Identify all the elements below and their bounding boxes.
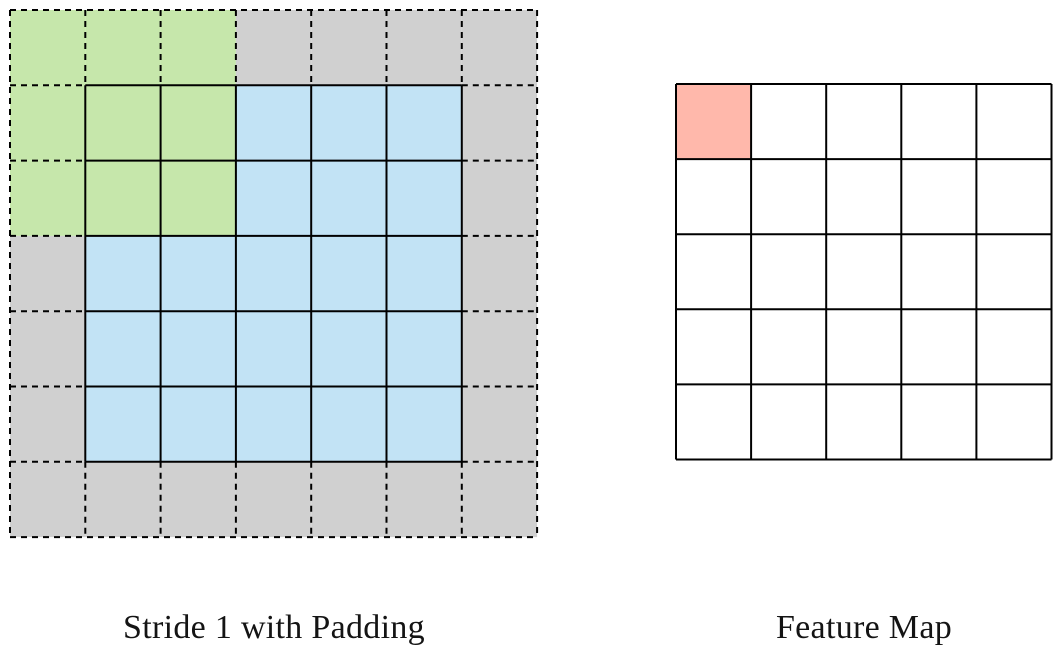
- grid-cell-empty-white: [751, 234, 827, 310]
- grid-cell-padding-gray: [85, 461, 161, 538]
- grid-cell-kernel-window-green: [160, 9, 236, 86]
- grid-cell-kernel-window-green: [9, 9, 86, 86]
- grid-cell-empty-white: [901, 384, 977, 460]
- grid-cell-input-blue: [235, 311, 312, 387]
- grid-cell-kernel-window-green: [160, 160, 236, 236]
- grid-cell-input-blue: [386, 85, 462, 161]
- grid-cell-padding-gray: [311, 9, 387, 86]
- grid-cell-padding-gray: [386, 9, 462, 86]
- grid-cell-padding-gray: [461, 85, 538, 161]
- grid-cell-kernel-window-green: [85, 85, 161, 161]
- grid-cell-padding-gray: [386, 461, 462, 538]
- grid-cell-padding-gray: [461, 160, 538, 236]
- grid-cell-empty-white: [901, 159, 977, 235]
- grid-cell-padding-gray: [461, 386, 538, 462]
- grid-cell-input-blue: [386, 386, 462, 462]
- grid-cell-empty-white: [826, 234, 902, 310]
- grid-cell-empty-white: [751, 309, 827, 385]
- grid-cell-empty-white: [976, 384, 1052, 460]
- grid-cell-input-blue: [85, 235, 161, 312]
- grid-cell-input-blue: [160, 386, 236, 462]
- grid-cell-empty-white: [976, 84, 1052, 160]
- grid-cell-empty-white: [901, 309, 977, 385]
- grid-cell-input-blue: [311, 386, 387, 462]
- grid-cell-input-blue: [235, 85, 312, 161]
- grid-cell-input-blue: [386, 311, 462, 387]
- grid-cell-kernel-window-green: [9, 85, 86, 161]
- grid-cell-padding-gray: [461, 235, 538, 312]
- grid-cell-padding-gray: [311, 461, 387, 538]
- grid-cell-empty-white: [676, 159, 752, 235]
- stride-padding-label: Stride 1 with Padding: [123, 609, 425, 646]
- grid-cell-empty-white: [826, 309, 902, 385]
- grid-cell-input-blue: [235, 160, 312, 236]
- grid-cell-padding-gray: [9, 311, 86, 387]
- grid-cell-active-output-salmon: [676, 84, 752, 160]
- grid-cell-empty-white: [976, 159, 1052, 235]
- grid-cell-input-blue: [311, 311, 387, 387]
- grid-cell-empty-white: [901, 84, 977, 160]
- grid-cell-empty-white: [976, 309, 1052, 385]
- grid-cell-padding-gray: [9, 235, 86, 312]
- grid-cell-padding-gray: [461, 9, 538, 86]
- grid-cell-empty-white: [676, 384, 752, 460]
- grid-cell-kernel-window-green: [9, 160, 86, 236]
- grid-cell-input-blue: [311, 85, 387, 161]
- grid-cell-empty-white: [751, 84, 827, 160]
- grid-cell-empty-white: [676, 234, 752, 310]
- grid-cell-empty-white: [976, 234, 1052, 310]
- grid-cell-empty-white: [751, 384, 827, 460]
- grid-cell-padding-gray: [160, 461, 236, 538]
- grid-cell-input-blue: [235, 386, 312, 462]
- padded-input-grid: [8, 8, 539, 539]
- grid-cell-input-blue: [85, 311, 161, 387]
- grid-cell-input-blue: [311, 235, 387, 312]
- grid-cell-kernel-window-green: [85, 160, 161, 236]
- grid-cell-empty-white: [826, 159, 902, 235]
- grid-cell-empty-white: [751, 159, 827, 235]
- grid-cell-padding-gray: [235, 461, 312, 538]
- feature-map-grid: [675, 83, 1053, 461]
- grid-cell-empty-white: [826, 84, 902, 160]
- feature-map-label: Feature Map: [775, 609, 953, 646]
- grid-cell-input-blue: [160, 235, 236, 312]
- grid-cell-input-blue: [160, 311, 236, 387]
- grid-cell-kernel-window-green: [85, 9, 161, 86]
- grid-cell-padding-gray: [461, 461, 538, 538]
- grid-cell-empty-white: [826, 384, 902, 460]
- grid-cell-padding-gray: [9, 386, 86, 462]
- grid-cell-input-blue: [386, 235, 462, 312]
- grid-cell-padding-gray: [9, 461, 86, 538]
- grid-cell-kernel-window-green: [160, 85, 236, 161]
- grid-cell-input-blue: [311, 160, 387, 236]
- grid-cell-input-blue: [235, 235, 312, 312]
- grid-cell-empty-white: [676, 309, 752, 385]
- grid-cell-empty-white: [901, 234, 977, 310]
- grid-cell-input-blue: [85, 386, 161, 462]
- grid-cell-padding-gray: [235, 9, 312, 86]
- grid-cell-input-blue: [386, 160, 462, 236]
- grid-cell-padding-gray: [461, 311, 538, 387]
